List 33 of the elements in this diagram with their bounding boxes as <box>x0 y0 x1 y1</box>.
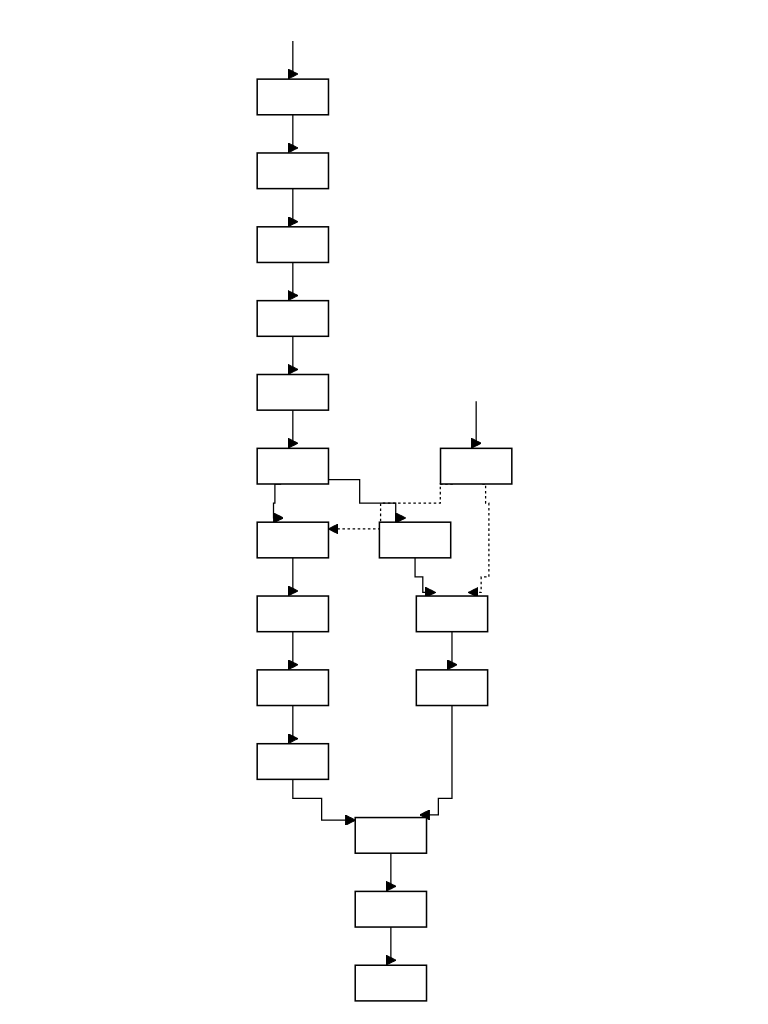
arrow <box>327 478 406 524</box>
arrow <box>384 852 396 892</box>
node-box <box>255 669 329 707</box>
arrow <box>384 926 396 966</box>
arrow <box>418 704 453 821</box>
node-box <box>255 521 329 559</box>
node-box <box>378 521 451 559</box>
arrow <box>286 335 298 375</box>
arrow <box>470 400 482 449</box>
node-box <box>255 742 329 781</box>
node-box <box>353 890 427 928</box>
node-box <box>255 447 329 485</box>
arrow <box>272 483 284 524</box>
node-box <box>439 447 513 485</box>
arrow <box>286 40 298 80</box>
node-box <box>415 595 488 633</box>
arrow <box>286 114 298 154</box>
arrow <box>286 409 298 449</box>
node-box <box>255 152 329 190</box>
node-box <box>255 373 329 411</box>
node-box <box>415 669 488 707</box>
arrow <box>286 704 298 745</box>
arrow <box>286 188 298 228</box>
arrow <box>286 557 298 597</box>
node-box <box>353 964 427 1002</box>
node-box <box>255 226 329 264</box>
node-box <box>255 299 329 338</box>
arrow <box>445 631 458 671</box>
arrow <box>286 261 298 302</box>
node-box <box>255 78 329 116</box>
node-box <box>353 816 427 854</box>
arrow <box>286 631 298 671</box>
node-box <box>255 595 329 633</box>
